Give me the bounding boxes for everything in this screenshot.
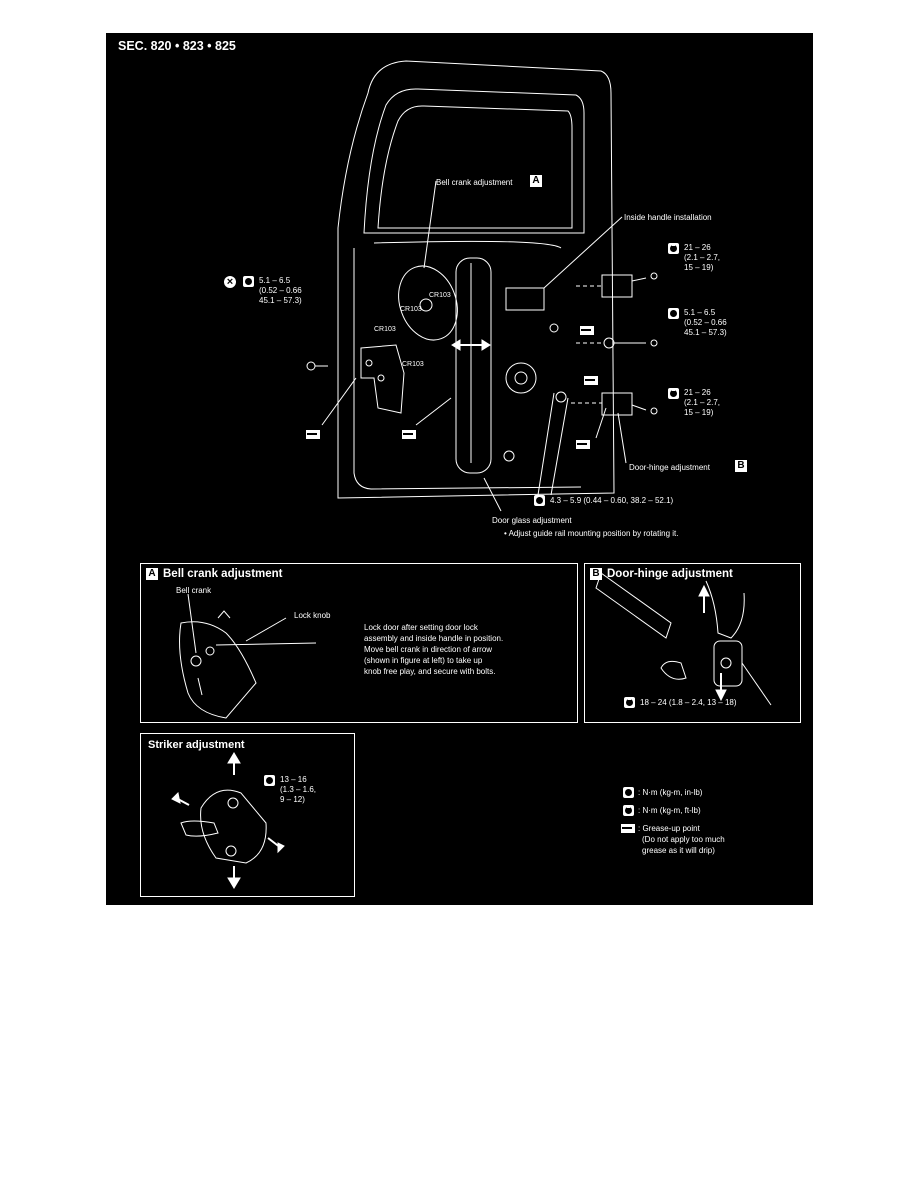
grease-point-icon: [402, 430, 416, 439]
striker-torque-line1: 13 – 16: [280, 775, 307, 784]
torque-rt-line1: 21 – 26: [684, 243, 711, 252]
door-window-frame: [363, 88, 585, 234]
inside-handle-label: Inside handle installation: [624, 213, 712, 222]
lock-knob-label: Lock knob: [294, 611, 331, 620]
grease-point-icon: [576, 440, 590, 449]
glass-guide-rail: [455, 257, 492, 474]
striker-sketch: [200, 789, 267, 864]
instruction-line: Lock door after setting door lock: [364, 623, 478, 632]
striker-title: Striker adjustment: [148, 739, 245, 751]
legend-grease: : Grease-up point: [638, 824, 700, 833]
bell-crank-oval: [398, 265, 458, 341]
grease-point-icon: [306, 430, 320, 439]
door-diagram-figure: SEC. 820 • 823 • 825 Bell crank adjustme…: [106, 33, 813, 905]
connector-label: CR103: [400, 306, 422, 313]
striker-panel: [140, 733, 355, 897]
instruction-line: knob free play, and secure with bolts.: [364, 667, 496, 676]
torque-rm-line1: 5.1 – 6.5: [684, 308, 716, 317]
torque-nm-ftlb-icon: [668, 388, 679, 399]
panel-b-letter: B: [590, 568, 602, 580]
bell-crank-callout-label: Bell crank adjustment: [436, 178, 513, 187]
instruction-line: Move bell crank in direction of arrow: [364, 645, 493, 654]
striker-torque-line2: (1.3 – 1.6,: [280, 785, 317, 794]
legend-grease-note: grease as it will drip): [642, 846, 715, 855]
callout-a-letter: A: [530, 175, 542, 187]
bell-crank-sketch: [179, 621, 257, 719]
door-hinge-panel: [584, 563, 801, 723]
torque-nm-inlb-icon: [668, 308, 679, 319]
bell-crank-title: Bell crank adjustment: [163, 568, 283, 580]
torque-rm-line2: (0.52 – 0.66: [684, 318, 727, 327]
torque-rb-line2: (2.1 – 2.7,: [684, 398, 721, 407]
grease-point-icon: [621, 824, 635, 833]
torque-nm-ftlb-icon: [623, 805, 634, 816]
door-hinge-torque: 18 – 24 (1.8 – 2.4, 13 – 18): [640, 698, 737, 707]
non-reusable-icon: ×: [224, 276, 236, 288]
instruction-line: assembly and inside handle in position.: [364, 634, 504, 643]
torque-rt-line3: 15 – 19): [684, 263, 714, 272]
torque-nm-ftlb-icon: [668, 243, 679, 254]
door-hinge-title: Door-hinge adjustment: [607, 568, 733, 580]
door-glass-note: • Adjust guide rail mounting position by…: [504, 529, 679, 538]
torque-bottom: 4.3 – 5.9 (0.44 – 0.60, 38.2 – 52.1): [550, 496, 674, 505]
door-outline: [337, 60, 615, 499]
door-line-art: [171, 60, 772, 889]
callout-b-letter: B: [735, 460, 747, 472]
legend-grease-note: (Do not apply too much: [642, 835, 725, 844]
torque-nm-ftlb-icon: [624, 697, 635, 708]
torque-rm-line3: 45.1 – 57.3): [684, 328, 727, 337]
torque-nm-inlb-icon: [623, 787, 634, 798]
door-glass-label: Door glass adjustment: [492, 516, 572, 525]
striker-torque-line3: 9 – 12): [280, 795, 305, 804]
torque-rb-line1: 21 – 26: [684, 388, 711, 397]
instruction-line: (shown in figure at left) to take up: [364, 656, 483, 665]
torque-left-line1: 5.1 – 6.5: [259, 276, 291, 285]
grease-point-icon: [580, 326, 594, 335]
torque-nm-inlb-icon: [243, 276, 254, 287]
door-lock-assembly: [360, 344, 405, 414]
connector-label: CR103: [374, 326, 396, 333]
panel-a-letter: A: [146, 568, 158, 580]
bell-crank-panel: [140, 563, 578, 723]
torque-nm-inlb-icon: [264, 775, 275, 786]
torque-rb-line3: 15 – 19): [684, 408, 714, 417]
bell-crank-label: Bell crank: [176, 586, 212, 595]
door-hinge-callout-label: Door-hinge adjustment: [629, 463, 710, 472]
connector-label: CR103: [429, 292, 451, 299]
legend-nm-inlb: : N·m (kg-m, in-lb): [638, 788, 703, 797]
torque-left-line2: (0.52 – 0.66: [259, 286, 302, 295]
torque-left-line3: 45.1 – 57.3): [259, 296, 302, 305]
legend-nm-ftlb: : N·m (kg-m, ft-lb): [638, 806, 701, 815]
connector-label: CR103: [402, 361, 424, 368]
torque-nm-inlb-icon: [534, 495, 545, 506]
section-title: SEC. 820 • 823 • 825: [118, 39, 236, 53]
window-regulator-motor: [505, 362, 537, 394]
grease-point-icon: [584, 376, 598, 385]
torque-rt-line2: (2.1 – 2.7,: [684, 253, 721, 262]
